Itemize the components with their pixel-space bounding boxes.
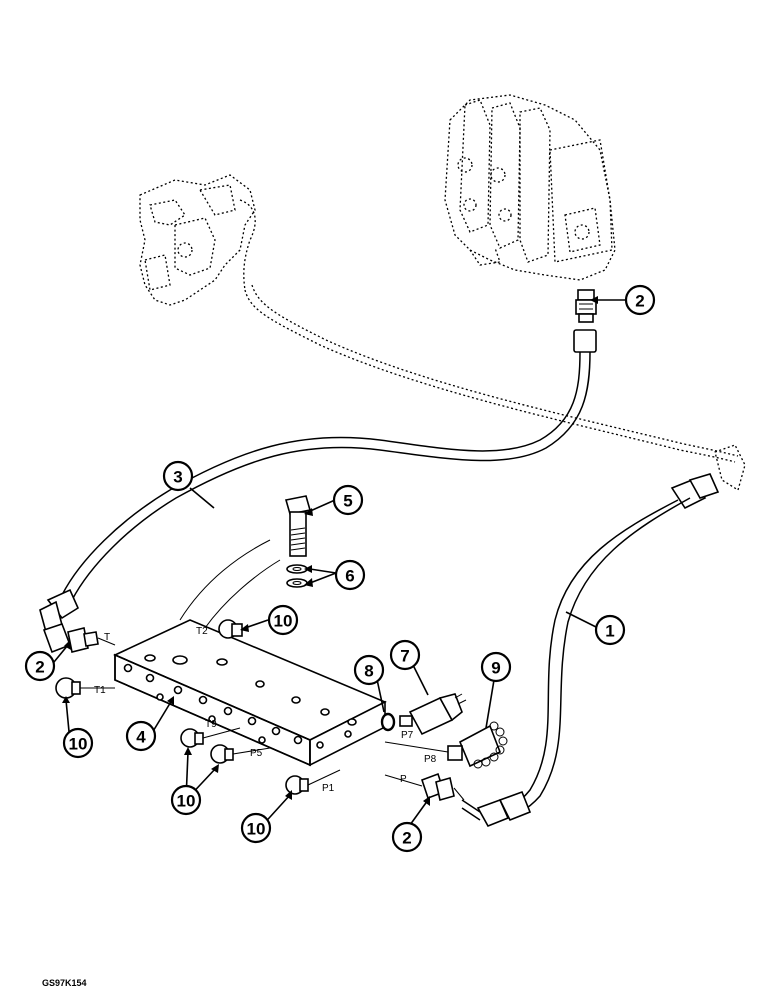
- svg-text:1: 1: [605, 622, 614, 641]
- port-label-t9: T9: [205, 719, 217, 730]
- hose-3-elbow: [39, 588, 80, 654]
- callout-2-bottom: 2: [391, 821, 423, 853]
- plug-10-t1: [55, 677, 115, 699]
- test-coupling-9: [384, 721, 508, 769]
- svg-text:2: 2: [635, 292, 644, 311]
- svg-text:3: 3: [173, 468, 182, 487]
- plug-10-t2: [218, 619, 243, 639]
- port-label-t1: T1: [94, 685, 106, 696]
- callout-8: 8: [353, 654, 385, 686]
- hose-1: [461, 473, 720, 828]
- pressure-switch-7: [399, 693, 467, 736]
- svg-text:5: 5: [343, 492, 352, 511]
- bolt-5: [284, 495, 312, 557]
- svg-text:10: 10: [69, 735, 88, 754]
- adapter-fitting-bottom: [384, 772, 465, 802]
- figure-reference-code: GS97K154: [42, 978, 87, 988]
- callout-6: 6: [334, 559, 366, 591]
- port-label-p1: P1: [322, 783, 335, 794]
- dotted-return-line: [244, 284, 746, 492]
- callout-2-left: 2: [24, 650, 56, 682]
- callout-2-top: 2: [624, 284, 656, 316]
- svg-text:9: 9: [491, 659, 500, 678]
- callout-10-t1: 10: [62, 727, 94, 759]
- svg-text:2: 2: [35, 658, 44, 677]
- callout-10-t9-p5: 10: [170, 784, 202, 816]
- callout-10-p1: 10: [240, 812, 272, 844]
- port-label-p5: P5: [250, 748, 263, 759]
- svg-text:2: 2: [402, 829, 411, 848]
- washers-6: [286, 564, 308, 588]
- adapter-fitting-left: [67, 627, 116, 653]
- plug-10-p1: [285, 769, 341, 795]
- hose-3: [61, 329, 597, 601]
- svg-text:6: 6: [345, 567, 354, 586]
- callout-10-t2: 10: [267, 604, 299, 636]
- callout-1: 1: [594, 614, 626, 646]
- callout-3: 3: [162, 460, 194, 492]
- plug-10-t9: [180, 727, 241, 748]
- plug-10-p5: [210, 744, 271, 764]
- main-valve-outline: [444, 94, 616, 281]
- svg-text:8: 8: [364, 662, 373, 681]
- svg-text:10: 10: [274, 612, 293, 631]
- o-ring-8: [380, 712, 396, 732]
- svg-text:4: 4: [136, 728, 146, 747]
- callout-7: 7: [389, 639, 421, 671]
- port-labels: T T2 T1 T9 P5 P1 P P7 P8: [94, 626, 437, 794]
- port-label-p: P: [400, 774, 407, 785]
- port-label-p8: P8: [424, 754, 437, 765]
- callout-5: 5: [332, 484, 364, 516]
- adapter-fitting-top: [575, 289, 597, 323]
- svg-text:7: 7: [400, 647, 409, 666]
- callout-4: 4: [125, 720, 157, 752]
- callout-9: 9: [480, 651, 512, 683]
- manifold-block-4: [113, 619, 387, 767]
- port-label-t2: T2: [196, 626, 208, 637]
- left-valve-outline: [139, 174, 256, 306]
- port-label-p7: P7: [401, 730, 414, 741]
- svg-text:10: 10: [247, 820, 266, 839]
- svg-text:10: 10: [177, 792, 196, 811]
- port-label-t: T: [104, 632, 110, 643]
